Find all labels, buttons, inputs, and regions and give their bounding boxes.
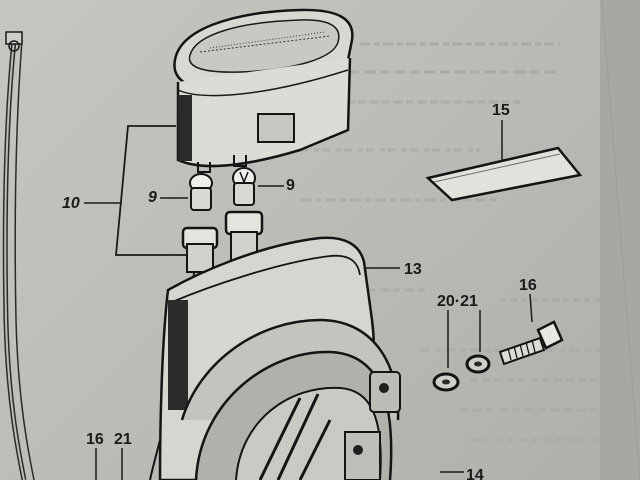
- control-cable: [2, 31, 35, 480]
- part-label-9-right: 9: [286, 177, 295, 194]
- bolt-16: [498, 293, 564, 366]
- part-label-21-bottom: 21: [114, 431, 132, 448]
- washer-21: [465, 310, 491, 374]
- washer-20: [432, 310, 460, 392]
- bulb-right: [232, 167, 256, 206]
- page-edge-line: [601, 0, 640, 480]
- callout-lines-bottom-left: [95, 448, 123, 480]
- part-label-13: 13: [404, 261, 422, 278]
- part-label-10: 10: [62, 195, 80, 212]
- bulb-left: [189, 173, 213, 211]
- part-label-15: 15: [492, 102, 510, 119]
- part-label-16-right: 16: [519, 277, 537, 294]
- part-label-9-left: 9: [148, 189, 157, 206]
- callout-bracket-10: [84, 125, 190, 256]
- gasket-strip: [425, 120, 583, 202]
- part-label-16-bottom: 16: [86, 431, 104, 448]
- headlight-case: [149, 236, 401, 480]
- part-label-14: 14: [466, 467, 484, 480]
- part-label-20-21: 20·21: [437, 293, 478, 310]
- meter-assembly: [173, 8, 354, 173]
